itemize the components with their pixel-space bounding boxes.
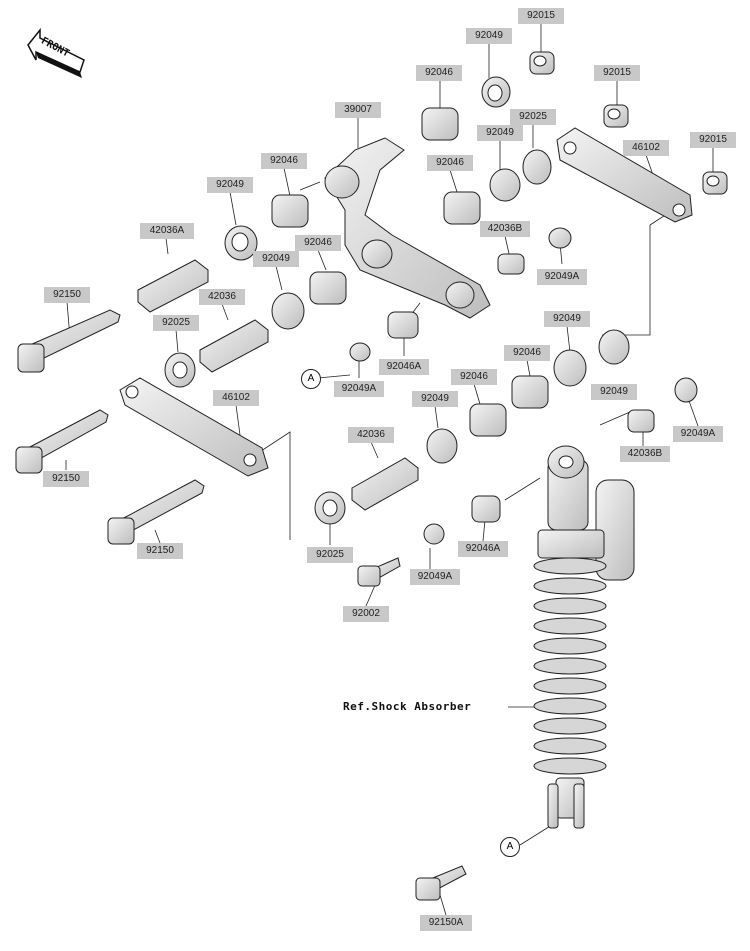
part-label: 92046 [451, 369, 497, 385]
part-label: 92150 [43, 471, 89, 487]
part-label: 92049 [207, 177, 253, 193]
part-label: 42036 [348, 427, 394, 443]
shock-spring [533, 557, 607, 829]
part-label: 42036 [199, 289, 245, 305]
part-label: 42036B [480, 221, 530, 237]
part-label: 92049 [591, 384, 637, 400]
part-label: 92046 [504, 345, 550, 361]
part-label: 92150A [420, 915, 472, 931]
part-label: 92015 [594, 65, 640, 81]
part-shapes [15, 51, 728, 901]
part-label: 92015 [518, 8, 564, 24]
part-label: 92046 [261, 153, 307, 169]
part-label: 92049A [537, 269, 587, 285]
part-label: 92049 [477, 125, 523, 141]
part-label: 92049A [410, 569, 460, 585]
part-label: 92049A [334, 381, 384, 397]
part-label: 46102 [623, 140, 669, 156]
part-label: 92025 [307, 547, 353, 563]
part-label: 92046A [379, 359, 429, 375]
callout-a-lower: A [500, 837, 520, 857]
part-label: 39007 [335, 102, 381, 118]
part-label: 92025 [153, 315, 199, 331]
part-label: 92025 [510, 109, 556, 125]
part-label: 46102 [213, 390, 259, 406]
part-label: 92046 [416, 65, 462, 81]
part-label: 42036A [140, 223, 194, 239]
front-arrow-icon [27, 27, 85, 78]
part-label: 92046A [458, 541, 508, 557]
part-label: 92150 [137, 543, 183, 559]
shock-absorber-ref-label: Ref.Shock Absorber [343, 700, 472, 713]
part-label: 92002 [343, 606, 389, 622]
part-label: 92046 [295, 235, 341, 251]
callout-a-upper: A [301, 369, 321, 389]
part-label: 92049 [466, 28, 512, 44]
part-label: 92015 [690, 132, 736, 148]
part-label: 92046 [427, 155, 473, 171]
part-label: 42036B [620, 446, 670, 462]
part-label: 92150 [44, 287, 90, 303]
part-label: 92049 [544, 311, 590, 327]
part-label: 92049 [253, 251, 299, 267]
part-label: 92049A [673, 426, 723, 442]
part-label: 92049 [412, 391, 458, 407]
